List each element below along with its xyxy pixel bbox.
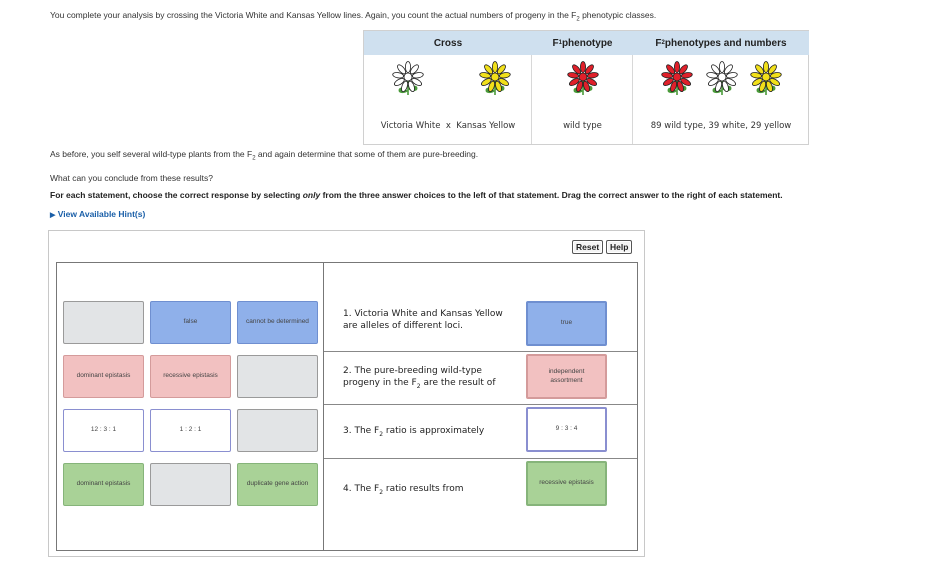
header-cross: Cross bbox=[364, 31, 532, 55]
answer-grid bbox=[56, 262, 638, 551]
choice-tile-r3-c1[interactable]: 12 : 3 : 1 bbox=[63, 409, 144, 452]
help-button[interactable]: Help bbox=[606, 240, 633, 254]
drag-drop-activity bbox=[48, 230, 645, 557]
choice-tile-r1-c2[interactable]: false bbox=[150, 301, 231, 344]
choice-tile-r1-c3[interactable]: cannot be determined bbox=[237, 301, 318, 344]
choice-tile-r2-c3[interactable] bbox=[237, 355, 318, 398]
choice-tile-r2-c2[interactable]: recessive epistasis bbox=[150, 355, 231, 398]
question-text: What can you conclude from these results… bbox=[50, 173, 213, 183]
choice-tile-r2-c1[interactable]: dominant epistasis bbox=[63, 355, 144, 398]
view-hints-link[interactable]: ▶ View Available Hint(s) bbox=[50, 209, 146, 219]
instructions-text: For each statement, choose the correct r… bbox=[50, 190, 783, 200]
choice-tile-r4-c3[interactable]: duplicate gene action bbox=[237, 463, 318, 506]
answer-slot-3[interactable]: 9 : 3 : 4 bbox=[526, 407, 607, 452]
reset-button[interactable]: Reset bbox=[572, 240, 604, 254]
victoria-white-flower-icon bbox=[391, 60, 425, 96]
caret-right-icon: ▶ bbox=[50, 212, 56, 219]
kansas-yellow-flower-icon bbox=[478, 60, 512, 96]
f2-caption: 89 wild type, 39 white, 29 yellow bbox=[650, 121, 792, 131]
answer-slot-4[interactable]: recessive epistasis bbox=[526, 461, 607, 506]
answer-slot-1[interactable]: true bbox=[526, 301, 607, 346]
f2-yellow-flower-icon bbox=[749, 60, 783, 96]
f2-white-flower-icon bbox=[705, 60, 739, 96]
statement-4: 4. The F2 ratio results from bbox=[343, 484, 464, 496]
choice-tile-r3-c3[interactable] bbox=[237, 409, 318, 452]
choice-tile-r4-c1[interactable]: dominant epistasis bbox=[63, 463, 144, 506]
choice-tile-r1-c1[interactable] bbox=[63, 301, 144, 344]
answer-slot-2[interactable]: independent assortment bbox=[526, 354, 607, 399]
choice-tile-r3-c2[interactable]: 1 : 2 : 1 bbox=[150, 409, 231, 452]
cross-caption: Victoria White x Kansas Yellow bbox=[380, 121, 516, 131]
choice-tile-r4-c2[interactable] bbox=[150, 463, 231, 506]
wild-type-flower-icon bbox=[566, 60, 600, 96]
f2-wild-type-flower-icon bbox=[660, 60, 694, 96]
flower-illustrations bbox=[391, 60, 783, 96]
intro-text: You complete your analysis by crossing t… bbox=[50, 10, 657, 23]
statement-3: 3. The F2 ratio is approximately bbox=[343, 426, 485, 438]
f1-caption: wild type bbox=[563, 121, 602, 131]
self-cross-text: As before, you self several wild-type pl… bbox=[50, 149, 479, 162]
